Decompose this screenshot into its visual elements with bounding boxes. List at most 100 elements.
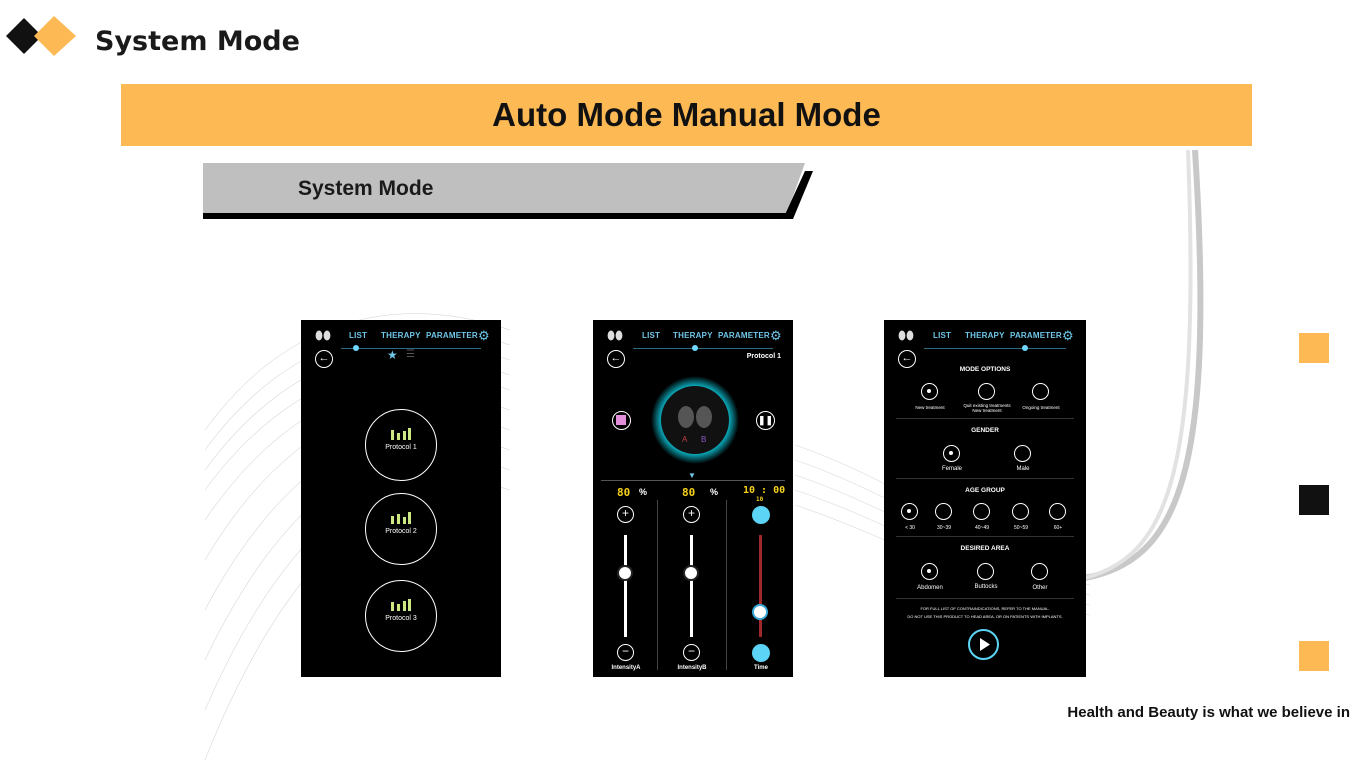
divider [896, 536, 1074, 537]
warning-text: FOR FULL LIST OF CONTRAINDICATIONS, REFE… [920, 606, 1050, 611]
stop-icon [616, 415, 626, 425]
radio-age-60-plus[interactable] [1049, 503, 1066, 520]
protocol-label: Protocol 3 [385, 615, 417, 622]
option-label: Abdomen [917, 585, 943, 591]
nav-list[interactable]: LIST [933, 331, 952, 340]
protocol-button-2[interactable]: Protocol 2 [365, 493, 437, 565]
diamond-logo-icon [6, 16, 76, 56]
radio-new-treatment[interactable] [921, 383, 938, 400]
decor-square-orange [1299, 333, 1329, 363]
mode-banner: Auto Mode Manual Mode [121, 84, 1252, 146]
gender-header: GENDER [971, 427, 999, 434]
earbuds-icon [315, 330, 331, 341]
plus-icon[interactable]: + [617, 506, 634, 523]
option-label: < 30 [905, 525, 915, 531]
option-label: New treatment [915, 405, 945, 410]
column-divider [657, 500, 658, 670]
radio-male[interactable] [1014, 445, 1031, 462]
bars-icon [391, 512, 411, 524]
time-plus-icon[interactable] [752, 506, 770, 524]
nav-therapy[interactable]: THERAPY [381, 331, 421, 340]
time-value: 10 : 00 [743, 485, 786, 496]
protocol-label: Protocol 1 [385, 444, 417, 451]
nav-list[interactable]: LIST [349, 331, 368, 340]
decor-square-orange [1299, 641, 1329, 671]
radio-ongoing[interactable] [1032, 383, 1049, 400]
radio-age-40-49[interactable] [973, 503, 990, 520]
list-icon[interactable]: ☰ [406, 349, 415, 360]
option-label: Quit existing treatments New treatment [963, 403, 1011, 413]
stop-button[interactable] [612, 411, 631, 430]
divider [896, 598, 1074, 599]
nav-indicator [1022, 345, 1028, 351]
back-arrow-icon[interactable]: ← [607, 350, 625, 368]
radio-buttocks[interactable] [977, 563, 994, 580]
column-divider [726, 500, 727, 670]
slider-a-knob[interactable] [617, 565, 633, 581]
time-track[interactable] [759, 535, 762, 637]
nav-track [924, 348, 1066, 349]
gear-icon[interactable]: ⚙ [478, 328, 490, 343]
protocol-button-3[interactable]: Protocol 3 [365, 580, 437, 652]
pause-button[interactable]: ❚❚ [756, 411, 775, 430]
intensity-a-value: 80 [617, 486, 631, 499]
back-arrow-icon[interactable]: ← [898, 350, 916, 368]
nav-therapy[interactable]: THERAPY [673, 331, 713, 340]
minus-icon[interactable]: − [683, 644, 700, 661]
radio-female[interactable] [943, 445, 960, 462]
desired-area-header: DESIRED AREA [960, 545, 1010, 552]
section-label: System Mode [298, 177, 434, 200]
back-arrow-icon[interactable]: ← [315, 350, 333, 368]
play-button[interactable] [968, 629, 999, 660]
chevron-down-icon[interactable]: ▼ [688, 471, 696, 480]
option-label: Ongoing treatment [1022, 405, 1060, 410]
screen-list: LIST THERAPY PARAMETER ⚙ ← ★ ☰ Protocol … [301, 320, 501, 677]
nav-track [341, 348, 481, 349]
nav-therapy[interactable]: THERAPY [965, 331, 1005, 340]
banner-text: Auto Mode Manual Mode [492, 96, 881, 133]
nav-list[interactable]: LIST [642, 331, 661, 340]
screen-therapy: LIST THERAPY PARAMETER ⚙ ← Protocol 1 ❚❚… [593, 320, 793, 677]
radio-age-30-39[interactable] [935, 503, 952, 520]
label-intensity-b: IntensityB [677, 665, 707, 671]
channel-b-label: B [701, 435, 707, 444]
time-knob[interactable] [752, 604, 768, 620]
minus-icon[interactable]: − [617, 644, 634, 661]
slider-b-track[interactable] [690, 535, 693, 637]
footer-tagline: Health and Beauty is what we believe in [1067, 704, 1350, 721]
radio-quit-existing[interactable] [978, 383, 995, 400]
intensity-b-value: 80 [682, 486, 696, 499]
nav-parameter[interactable]: PARAMETER [1010, 331, 1062, 340]
earbuds-icon [898, 330, 914, 341]
mode-options-header: MODE OPTIONS [959, 366, 1011, 373]
slider-b-knob[interactable] [683, 565, 699, 581]
option-label: Female [941, 466, 962, 472]
radio-abdomen[interactable] [921, 563, 938, 580]
label-time: Time [754, 665, 768, 671]
divider [601, 480, 785, 481]
time-minus-icon[interactable] [752, 644, 770, 662]
nav-track [633, 348, 773, 349]
screen-parameter: LIST THERAPY PARAMETER ⚙ ← MODE OPTIONS … [884, 320, 1086, 677]
radio-other[interactable] [1031, 563, 1048, 580]
radio-age-50-59[interactable] [1012, 503, 1029, 520]
bars-icon [391, 599, 411, 611]
nav-parameter[interactable]: PARAMETER [426, 331, 478, 340]
nav-indicator [353, 345, 359, 351]
plus-icon[interactable]: + [683, 506, 700, 523]
warning-text: DO NOT USE THIS PRODUCT TO HEAD AREA, OR… [907, 614, 1063, 619]
nav-parameter[interactable]: PARAMETER [718, 331, 770, 340]
percent-a: % [639, 487, 648, 497]
page-title: System Mode [95, 26, 300, 57]
protocol-button-1[interactable]: Protocol 1 [365, 409, 437, 481]
protocol-label: Protocol 2 [385, 528, 417, 535]
gear-icon[interactable]: ⚙ [1062, 328, 1074, 343]
divider [896, 418, 1074, 419]
star-icon[interactable]: ★ [387, 348, 398, 362]
gear-icon[interactable]: ⚙ [770, 328, 782, 343]
option-label: Other [1032, 585, 1048, 591]
radio-age-under-30[interactable] [901, 503, 918, 520]
slider-a-track[interactable] [624, 535, 627, 637]
protocol-title: Protocol 1 [746, 353, 781, 360]
option-label: Buttocks [974, 584, 998, 590]
